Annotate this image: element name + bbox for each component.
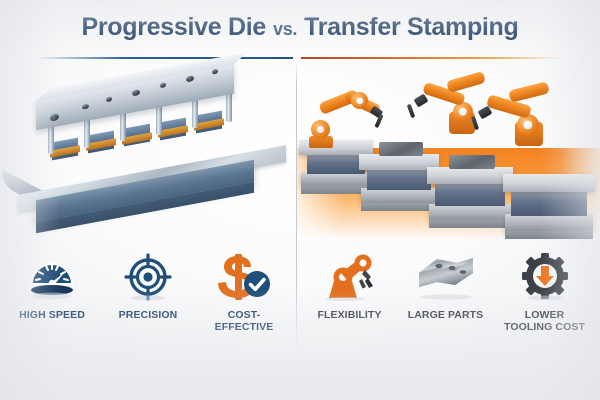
right-feature-list: FLEXIBILITY [297,246,600,346]
progressive-die-illustration [0,62,296,240]
feature-label: FLEXIBILITY [317,309,382,321]
feature-label: HIGH SPEED [19,309,85,321]
feature-precision[interactable]: PRECISION [109,248,187,322]
left-feature-list: HIGH SPEED [0,246,296,346]
speedometer-icon [30,263,74,300]
feature-label: PRECISION [118,309,178,321]
feature-label: COST-EFFECTIVE [214,309,274,333]
feature-label: LOWER TOOLING COST [504,309,585,333]
feature-label: LARGE PARTS [407,309,484,321]
page-title: Progressive Die vs. Transfer Stamping [0,13,600,42]
left-panel [0,62,296,240]
title-left-term: Progressive Die [81,13,266,41]
header-rule-right [301,57,563,59]
title-vs: vs. [272,19,298,39]
feature-flexibility[interactable]: FLEXIBILITY [311,248,389,322]
transfer-stamping-illustration [297,62,600,240]
feature-large-parts[interactable]: LARGE PARTS [407,248,485,322]
header-rule-left [35,57,293,59]
feature-cost-effective[interactable]: COST-EFFECTIVE [205,248,283,334]
right-panel [297,62,600,240]
target-icon [124,253,172,301]
feature-lower-tooling-cost[interactable]: LOWER TOOLING COST [503,248,587,334]
dollar-check-icon [218,254,270,300]
metal-part-icon [418,258,473,300]
feature-high-speed[interactable]: HIGH SPEED [13,248,91,322]
title-right-term: Transfer Stamping [304,13,519,41]
robot-arm-icon [324,254,373,301]
gear-down-arrow-icon [521,253,568,301]
